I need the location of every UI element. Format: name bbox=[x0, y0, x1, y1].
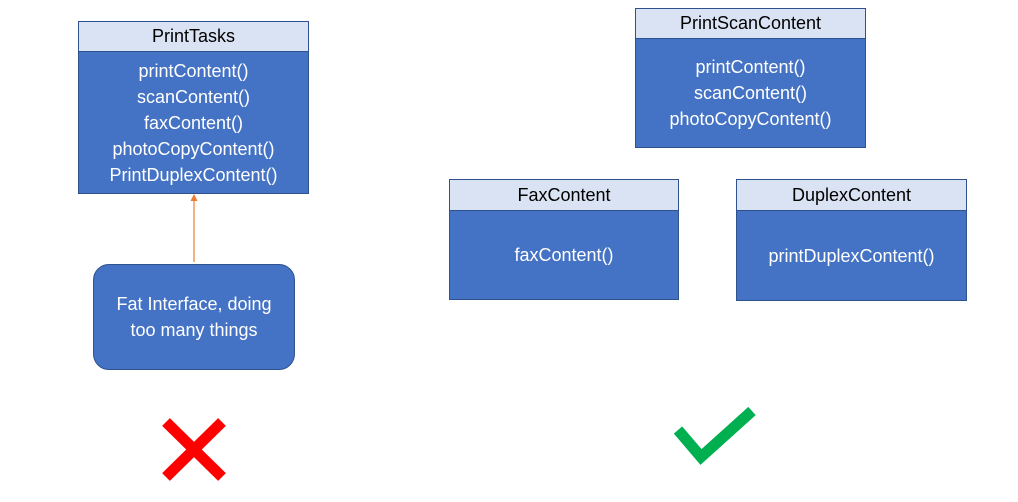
method: PrintDuplexContent() bbox=[109, 164, 278, 185]
note-text: Fat Interface, doing too many things bbox=[116, 294, 272, 340]
class-methods: printContent() scanContent() photoCopyCo… bbox=[635, 38, 866, 148]
class-box-print-scan-content: PrintScanContent printContent() scanCont… bbox=[635, 8, 866, 148]
arrow-up-icon bbox=[190, 194, 198, 262]
method: photoCopyContent() bbox=[669, 109, 832, 129]
class-methods: printContent() scanContent() faxContent(… bbox=[78, 51, 309, 194]
class-header: FaxContent bbox=[449, 179, 679, 211]
method: printDuplexContent() bbox=[768, 245, 935, 266]
method: faxContent() bbox=[143, 112, 244, 133]
class-methods: printDuplexContent() bbox=[736, 210, 967, 301]
class-header: PrintTasks bbox=[78, 21, 309, 52]
class-box-fax-content: FaxContent faxContent() bbox=[449, 179, 679, 300]
red-cross-icon bbox=[162, 418, 226, 481]
method: printContent() bbox=[695, 57, 806, 77]
class-box-duplex-content: DuplexContent printDuplexContent() bbox=[736, 179, 967, 301]
method: scanContent() bbox=[136, 86, 251, 107]
method: photoCopyContent() bbox=[112, 138, 275, 159]
method: printContent() bbox=[138, 60, 249, 81]
class-header: DuplexContent bbox=[736, 179, 967, 211]
class-methods: faxContent() bbox=[449, 210, 679, 300]
method: faxContent() bbox=[514, 245, 614, 265]
class-name: PrintTasks bbox=[151, 26, 236, 46]
fat-interface-note: Fat Interface, doing too many things bbox=[93, 264, 295, 370]
class-name: FaxContent bbox=[517, 185, 611, 205]
class-name: PrintScanContent bbox=[679, 13, 822, 33]
class-box-print-tasks: PrintTasks printContent() scanContent() … bbox=[78, 21, 309, 194]
green-check-icon bbox=[673, 406, 756, 465]
method: scanContent() bbox=[693, 83, 808, 103]
class-name: DuplexContent bbox=[791, 185, 912, 205]
